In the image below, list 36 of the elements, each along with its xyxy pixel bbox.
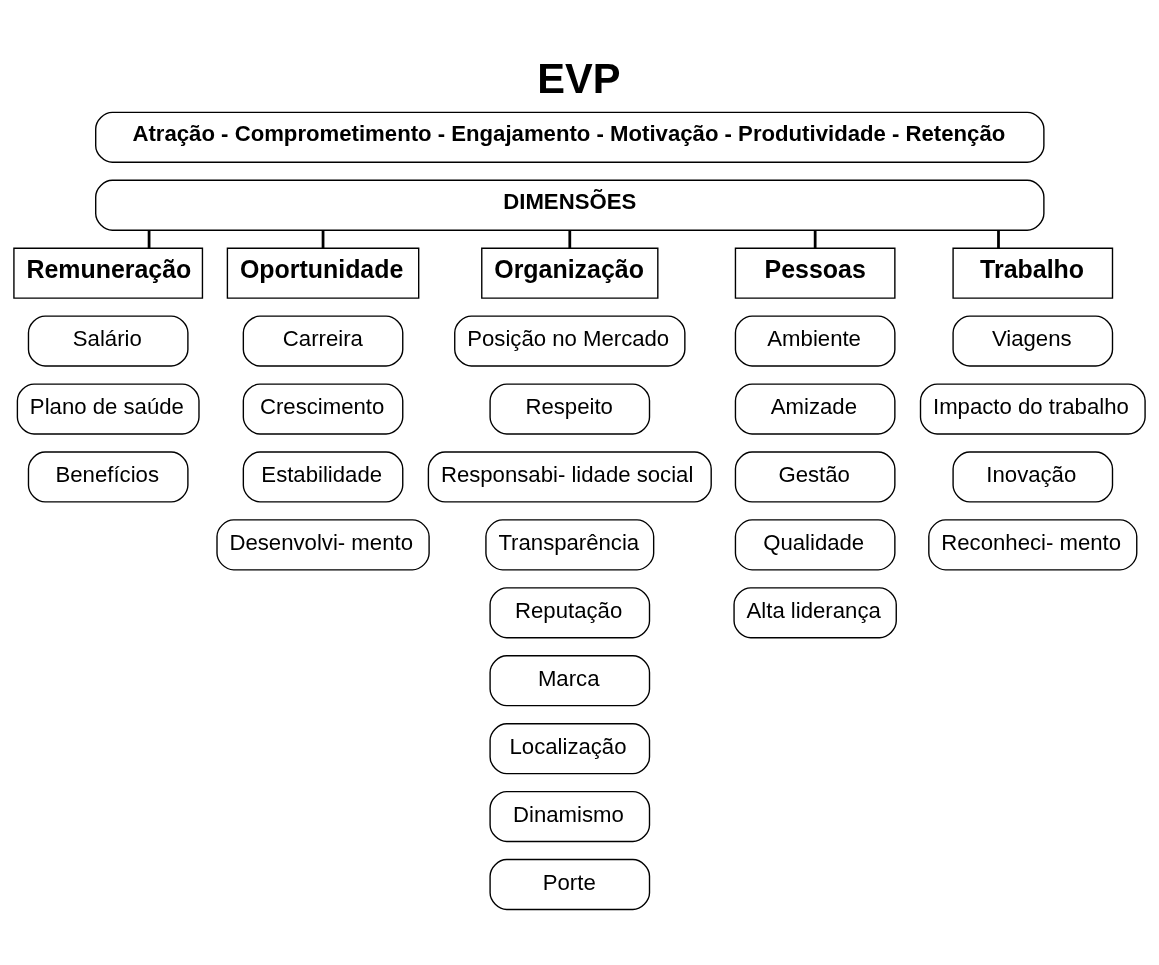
- node-box: Benefícios: [27, 451, 189, 503]
- node-box: Carreira: [242, 315, 404, 367]
- node-box: Porte: [489, 858, 651, 911]
- node-box: Atração - Comprometimento - Engajamento - Motivação - Produtividade - Retenção: [95, 111, 1045, 163]
- node-box: Responsabi- lidade social: [427, 451, 712, 503]
- node-box: Transparência: [485, 519, 655, 571]
- node-box: Ambiente: [734, 315, 896, 367]
- node-box: Reconheci- mento: [928, 519, 1138, 571]
- node-box: Respeito: [489, 383, 651, 435]
- node-box: Localização: [489, 723, 651, 775]
- connector: [568, 230, 572, 249]
- connector: [997, 230, 1000, 249]
- node-box: Gestão: [734, 451, 896, 503]
- node-box: Oportunidade: [226, 247, 420, 299]
- node-box: Posição no Mercado: [454, 315, 686, 367]
- node-box: Organização: [481, 247, 659, 299]
- connector: [813, 230, 817, 249]
- node-box: Inovação: [952, 451, 1114, 503]
- node-box: Impacto do trabalho: [919, 383, 1146, 435]
- node-box: Pessoas: [734, 247, 896, 299]
- node-box: Amizade: [734, 383, 896, 435]
- diagram-title: EVP: [537, 54, 621, 102]
- node-box: Alta liderança: [733, 587, 897, 639]
- node-box: Crescimento: [242, 383, 404, 435]
- node-box: DIMENSÕES: [95, 179, 1045, 231]
- node-box: Dinamismo: [489, 790, 651, 843]
- node-box: Remuneração: [13, 247, 204, 299]
- node-box: Plano de saúde: [16, 383, 200, 435]
- node-box: Viagens: [952, 315, 1114, 367]
- node-box: Estabilidade: [242, 451, 404, 503]
- node-box: Marca: [489, 655, 651, 707]
- node-box: Trabalho: [952, 247, 1114, 299]
- node-box: Salário: [27, 315, 189, 367]
- node-box: Qualidade: [734, 519, 896, 571]
- node-box: Reputação: [489, 587, 651, 639]
- node-box: Desenvolvi- mento: [216, 519, 430, 571]
